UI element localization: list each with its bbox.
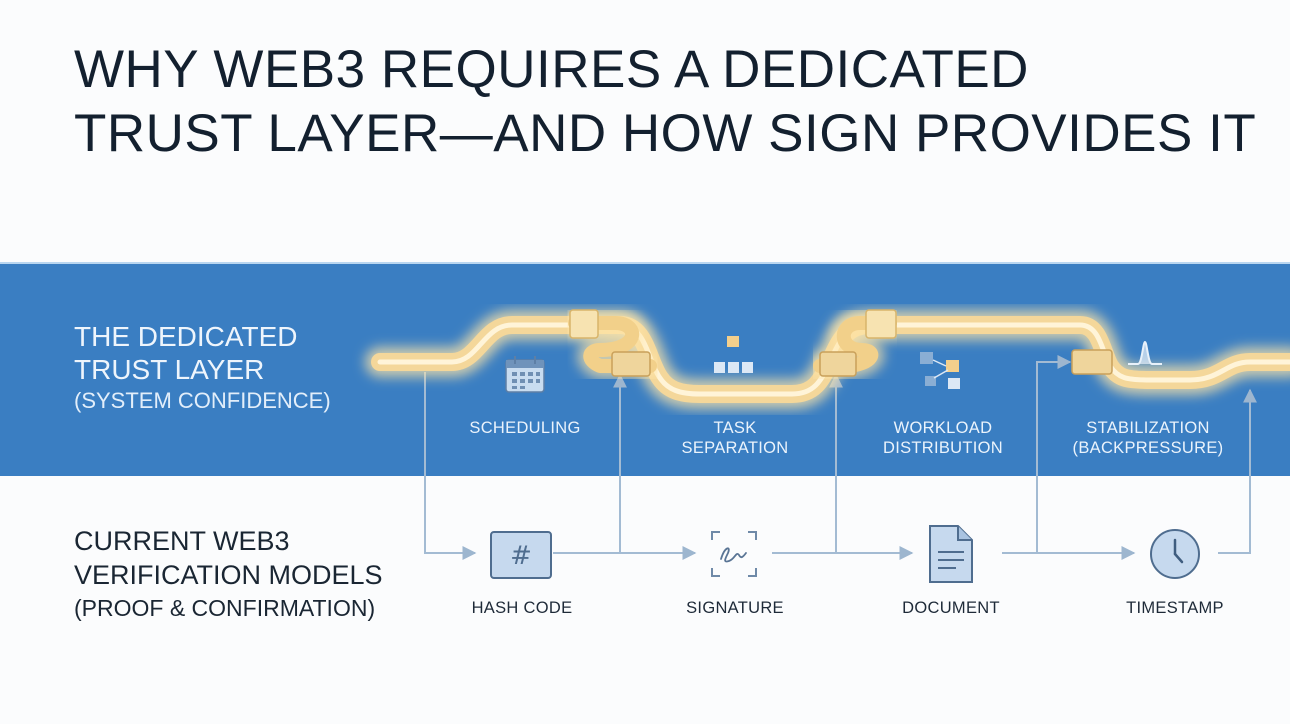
step-label-scheduling: SCHEDULING [469,419,581,437]
trust-layer-label-line-2: TRUST LAYER [74,354,265,385]
hash-icon: # [490,531,552,579]
connector-up-stabilization [1036,355,1072,553]
step-label-stabilization: STABILIZATION (BACKPRESSURE) [1072,419,1224,457]
junction-block [819,351,857,377]
trust-layer-label: THE DEDICATED TRUST LAYER (SYSTEM CONFID… [74,320,331,416]
step-label-task-separation: TASK SEPARATION [681,419,789,457]
verification-models-label: CURRENT WEB3 VERIFICATION MODELS (PROOF … [74,524,383,624]
peak-icon [1128,340,1162,365]
junction-block [611,351,651,377]
junction-block [569,309,599,339]
junction-block [865,309,897,339]
pipe-junctions [569,309,1113,377]
step-label-hash-code: HASH CODE [471,599,573,617]
clock-icon [1150,529,1200,579]
trust-layer-sublabel: (SYSTEM CONFIDENCE) [74,388,331,413]
title-line-2: TRUST LAYER—AND HOW SIGN PROVIDES IT [74,104,1257,163]
svg-text:#: # [510,541,532,571]
connector-scheduling-to-hash [424,372,477,560]
calendar-icon [505,356,545,393]
verification-label-line-2: VERIFICATION MODELS [74,560,383,590]
step-label-timestamp: TIMESTAMP [1126,599,1224,617]
verification-label-line-1: CURRENT WEB3 [74,526,290,556]
step-label-workload-distribution: WORKLOAD DISTRIBUTION [882,419,1004,457]
connector-timestamp-up [1218,388,1257,554]
junction-block [1071,349,1113,375]
step-label-signature: SIGNATURE [686,599,784,617]
distribution-icon [920,352,960,389]
verification-sublabel: (PROOF & CONFIRMATION) [74,595,376,621]
document-icon [929,525,973,583]
step-label-document: DOCUMENT [902,599,1000,617]
trust-layer-label-line-1: THE DEDICATED [74,321,298,352]
page-title: WHY WEB3 REQUIRES A DEDICATED TRUST LAYE… [74,38,1256,166]
signature-icon [711,531,757,577]
connector-lines [424,355,1257,560]
hierarchy-icon [714,336,753,373]
title-line-1: WHY WEB3 REQUIRES A DEDICATED [74,40,1029,99]
